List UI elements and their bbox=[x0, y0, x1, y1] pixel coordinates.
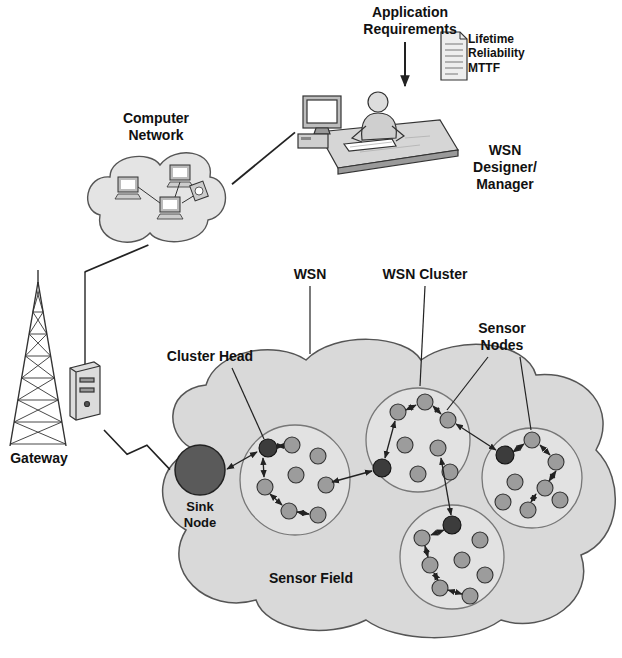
sensor-node bbox=[422, 557, 438, 573]
sensor-node bbox=[507, 474, 523, 490]
sensor-node bbox=[520, 502, 536, 518]
requirements-heading: Application Requirements bbox=[335, 4, 485, 38]
cluster-head bbox=[259, 439, 277, 457]
gateway: Gateway bbox=[2, 272, 104, 472]
sensor-node bbox=[414, 530, 430, 546]
sensor-node bbox=[284, 437, 300, 453]
sensor-node bbox=[310, 507, 326, 523]
sensor-node bbox=[318, 477, 334, 493]
text-slot: Lifetime Reliability MTTF bbox=[468, 32, 548, 75]
text-slot: Computer Network bbox=[105, 110, 207, 144]
node-text: Sink Node bbox=[170, 499, 230, 530]
gateway-tower bbox=[10, 270, 66, 446]
node-text: Computer Network bbox=[105, 110, 207, 144]
callout-label: WSN Cluster bbox=[370, 266, 480, 283]
workstation-figure bbox=[298, 92, 458, 174]
node-text: Sensor Field bbox=[251, 570, 371, 587]
document-icon bbox=[441, 32, 467, 80]
cluster-head bbox=[496, 446, 514, 464]
wireless-link bbox=[104, 430, 170, 470]
cluster-head bbox=[373, 459, 391, 477]
sensor-node bbox=[472, 532, 488, 548]
sensor-node bbox=[454, 552, 470, 568]
sensor-node bbox=[417, 394, 433, 410]
text-slot: Sensor Field bbox=[251, 570, 371, 587]
label-slot: Sensor Nodes bbox=[462, 320, 542, 354]
sink-node: Sink Node bbox=[170, 443, 232, 538]
sensor-node bbox=[440, 412, 456, 428]
requirement-arrow bbox=[404, 42, 406, 86]
sensor-node bbox=[430, 440, 446, 456]
sensor-node bbox=[397, 437, 413, 453]
sensor-node bbox=[410, 466, 426, 482]
sensor-node bbox=[281, 503, 297, 519]
network-wire bbox=[84, 272, 86, 365]
callout-label: Sensor Nodes bbox=[462, 320, 542, 354]
sensor-node bbox=[288, 467, 304, 483]
sensor-node bbox=[310, 448, 326, 464]
wsn-cloud: Sensor Field Sink Node bbox=[156, 330, 618, 642]
designer-workstation: WSN Designer/ Manager bbox=[295, 86, 557, 202]
label-slot: WSN Cluster bbox=[370, 266, 480, 283]
gateway-server bbox=[70, 362, 100, 420]
sensor-node bbox=[462, 588, 478, 604]
sensor-node bbox=[257, 479, 273, 495]
sensor-node bbox=[548, 454, 564, 470]
sensor-node bbox=[537, 480, 553, 496]
callout-label: Cluster Head bbox=[150, 348, 270, 365]
node-text: WSN Designer/ Manager bbox=[463, 142, 547, 192]
wsn-outline bbox=[156, 330, 618, 642]
sensor-node bbox=[390, 404, 406, 420]
text-slot: Gateway bbox=[2, 450, 76, 467]
network-link bbox=[85, 245, 149, 272]
leader-lines bbox=[232, 286, 531, 439]
label-slot: Cluster Head bbox=[150, 348, 270, 365]
sensor-node bbox=[477, 567, 493, 583]
sensor-clusters bbox=[227, 388, 582, 609]
label-slot: Application Requirements bbox=[335, 4, 485, 38]
sensor-node bbox=[552, 492, 568, 508]
sensor-node bbox=[495, 494, 511, 510]
callout-label: WSN bbox=[285, 266, 335, 283]
sensor-node bbox=[432, 580, 448, 596]
requirements-document: Lifetime Reliability MTTF bbox=[438, 28, 550, 90]
network-cloud: Computer Network bbox=[80, 110, 232, 245]
text-slot: Sink Node bbox=[170, 499, 230, 530]
cluster-head bbox=[443, 516, 461, 534]
network-link bbox=[232, 132, 295, 184]
sensor-node bbox=[524, 432, 540, 448]
node-text: Lifetime Reliability MTTF bbox=[468, 32, 548, 75]
sensor-node bbox=[442, 464, 458, 480]
node-text: Gateway bbox=[2, 450, 76, 467]
text-slot: WSN Designer/ Manager bbox=[463, 142, 547, 192]
label-slot: WSN bbox=[285, 266, 335, 283]
